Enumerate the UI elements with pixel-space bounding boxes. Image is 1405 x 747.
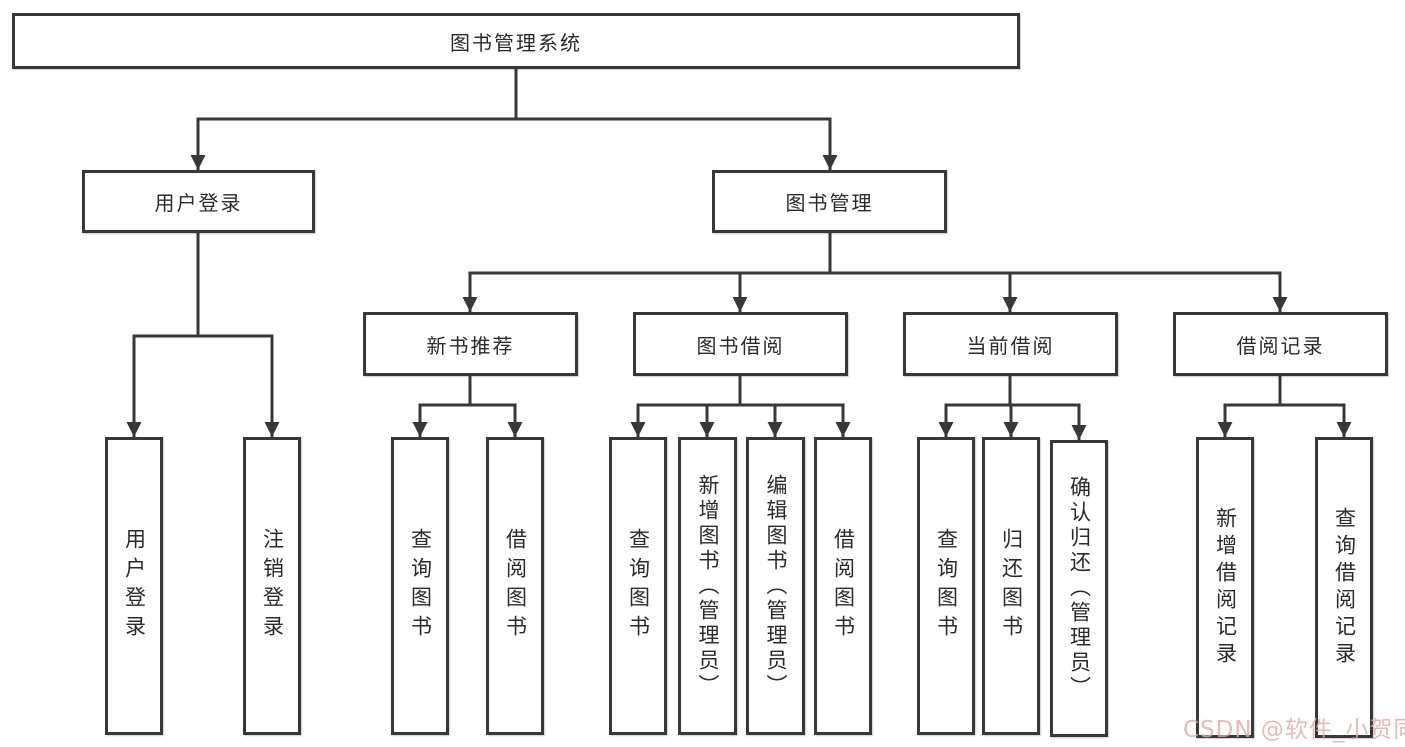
leaf-query-books-current: 查询图书 xyxy=(917,437,975,735)
leaf-borrow-books: 借阅图书 xyxy=(814,437,872,735)
leaf-query-borrow-record: 查询借阅记录 xyxy=(1315,437,1373,738)
node-new-book-recommend: 新书推荐 xyxy=(363,312,578,376)
leaf-query-books-recommend: 查询图书 xyxy=(391,437,449,735)
watermark: CSDN @软件_小贺同学 xyxy=(1183,717,1405,743)
leaf-user-login: 用户登录 xyxy=(105,437,163,735)
leaf-borrow-books-recommend: 借阅图书 xyxy=(486,437,544,735)
leaf-edit-book-admin: 编辑图书（管理员） xyxy=(746,437,805,735)
leaf-return-book: 归还图书 xyxy=(982,437,1040,735)
leaf-confirm-return-admin: 确认归还（管理员） xyxy=(1050,440,1108,737)
node-user-login: 用户登录 xyxy=(82,170,315,233)
node-current-borrow: 当前借阅 xyxy=(903,312,1118,376)
node-book-management: 图书管理 xyxy=(712,170,947,233)
leaf-add-book-admin: 新增图书（管理员） xyxy=(678,437,737,735)
node-borrow-records: 借阅记录 xyxy=(1173,312,1388,376)
leaf-add-borrow-record: 新增借阅记录 xyxy=(1196,437,1254,738)
node-library-management-system: 图书管理系统 xyxy=(12,13,1020,69)
node-book-borrow: 图书借阅 xyxy=(633,312,848,376)
leaf-query-books-borrow: 查询图书 xyxy=(609,437,667,735)
leaf-logout-login: 注销登录 xyxy=(243,437,301,735)
